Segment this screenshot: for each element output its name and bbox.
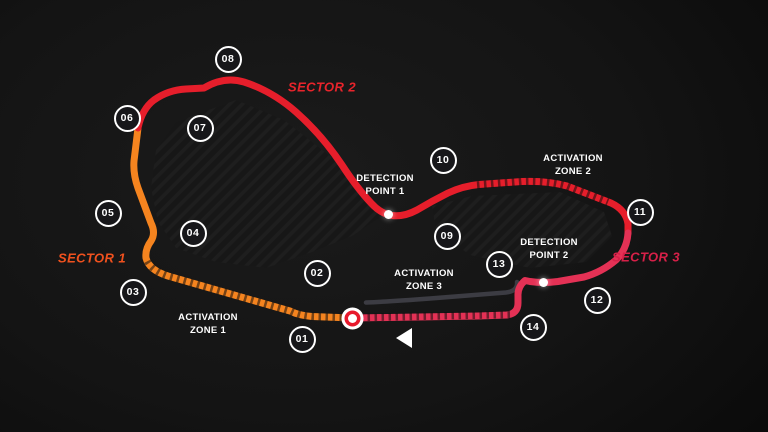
turn-marker-06: 06 — [113, 104, 141, 132]
turn-marker-02: 02 — [303, 259, 331, 287]
track-sector-2 — [134, 76, 632, 237]
detection-point-2-line2: POINT 2 — [529, 250, 569, 261]
sector-1-label: SECTOR 1 — [58, 250, 126, 266]
activation-zone-1-line2: ZONE 1 — [189, 325, 227, 336]
activation-zone-3-line1: ACTIVATION — [394, 268, 454, 280]
turn-marker-11: 11 — [626, 198, 654, 226]
detection-point-1-line2: POINT 1 — [365, 186, 405, 197]
infield-hatch-left — [151, 100, 382, 268]
sector-2-label: SECTOR 2 — [288, 79, 356, 95]
turn-marker-08: 08 — [214, 45, 242, 73]
turn-marker-14: 14 — [519, 313, 547, 341]
turn-marker-04: 04 — [179, 219, 207, 247]
detection-point-2-dot — [538, 277, 548, 287]
infield-hatch-right — [432, 192, 612, 268]
activation-zone-2-line1: ACTIVATION — [543, 153, 603, 165]
direction-arrow — [396, 328, 412, 348]
turn-marker-03: 03 — [119, 278, 147, 306]
detection-point-2-line1: DETECTION — [520, 237, 578, 249]
drs-zone-1-overlay — [143, 258, 350, 322]
track-sector-3 — [350, 229, 632, 322]
activation-zone-2-line2: ZONE 2 — [554, 166, 592, 177]
activation-zone-1-line1: ACTIVATION — [178, 312, 238, 324]
turn-marker-07: 07 — [186, 114, 214, 142]
turn-marker-12: 12 — [583, 286, 611, 314]
turn-marker-05: 05 — [94, 199, 122, 227]
turn-marker-09: 09 — [433, 222, 461, 250]
detection-point-1-dot — [383, 209, 393, 219]
detection-point-1-line1: DETECTION — [356, 173, 414, 185]
turn-marker-01: 01 — [288, 325, 316, 353]
turn-marker-10: 10 — [429, 146, 457, 174]
turn-marker-13: 13 — [485, 250, 513, 278]
start-finish-marker — [347, 313, 357, 323]
sector-3-label: SECTOR 3 — [612, 249, 680, 265]
activation-zone-3-line2: ZONE 3 — [405, 281, 443, 292]
